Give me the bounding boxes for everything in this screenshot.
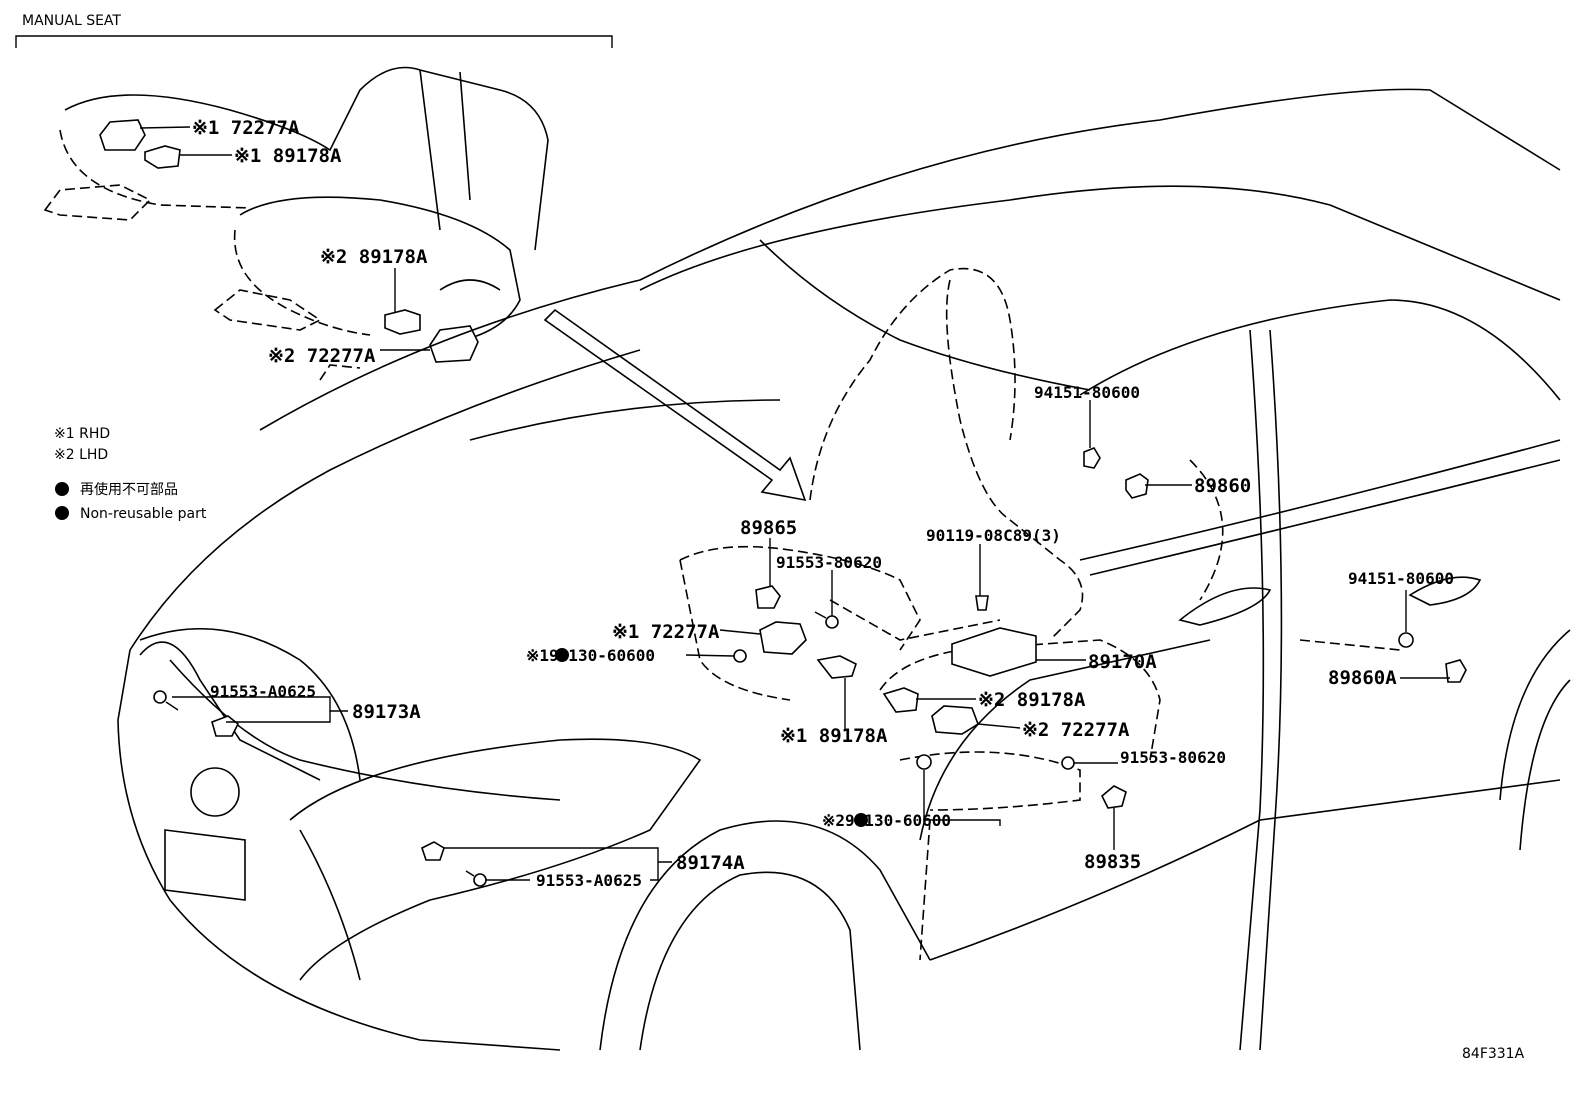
bolt-91553-a0625-icon (153, 690, 167, 704)
sensor-89860a-icon (1445, 659, 1467, 683)
inset-seat-drawing (43, 66, 549, 381)
section-title: MANUAL SEAT (22, 13, 121, 29)
vehicle-body-outline (117, 88, 1571, 1051)
callout-72277a-lhd-inset: ※2 72277A (268, 345, 376, 367)
callout-72277a-rhd-inset: ※1 72277A (192, 117, 300, 139)
bracket-72277a-lhd-icon (931, 705, 979, 735)
legend-non-reusable-ja: 再使用不可部品 (80, 481, 178, 498)
callout-91553-80620-upper: 91553-80620 (776, 553, 882, 572)
callout-89860a: 89860A (1328, 667, 1397, 689)
manual-seat-inset-bracket (15, 35, 613, 48)
sensor-89835-icon (1101, 785, 1127, 809)
main-leaders (172, 400, 1450, 881)
non-reusable-bullet-icon (555, 648, 569, 662)
callout-89174a: 89174A (676, 852, 745, 874)
sensor-89860-icon (1125, 473, 1149, 499)
legend-bullet-icon (55, 482, 69, 496)
callout-94130-60600-rhd: ※194130-60600 (526, 646, 655, 665)
callout-89173a: 89173A (352, 701, 421, 723)
interior-dashed-outline (679, 267, 1401, 961)
callout-90119-08c89: 90119-08C89(3) (926, 526, 1061, 545)
callout-94130-60600-lhd: ※294130-60600 (822, 811, 951, 830)
callout-89170a: 89170A (1088, 651, 1157, 673)
callout-94151-80600-right: 94151-80600 (1348, 569, 1454, 588)
callout-72277a-rhd: ※1 72277A (612, 621, 720, 643)
sensor-89865-icon (755, 585, 781, 609)
airbag-ecu-89170a-icon (951, 627, 1037, 677)
sensor-89178a-lhd-icon (882, 687, 919, 713)
arrow-icon (543, 308, 807, 502)
bolt-91553-lower-icon (1061, 756, 1075, 770)
callout-91553-a0625-lower: 91553-A0625 (536, 871, 642, 890)
callout-89178a-lhd: ※2 89178A (978, 689, 1086, 711)
main-parts (153, 447, 1467, 887)
callout-89865: 89865 (740, 517, 797, 539)
nut-94151-icon (1083, 447, 1101, 469)
callout-89178a-lhd-inset: ※2 89178A (320, 246, 428, 268)
legend-rhd: ※1 RHD (54, 426, 110, 442)
bracket-72277a-icon (759, 621, 807, 655)
callout-91553-80620-lower: 91553-80620 (1120, 748, 1226, 767)
callout-89860: 89860 (1194, 475, 1251, 497)
callout-89178a-rhd-inset: ※1 89178A (234, 145, 342, 167)
bolt-91553-a0625-lower-icon (473, 873, 487, 887)
legend-lhd: ※2 LHD (54, 447, 108, 463)
callout-89835: 89835 (1084, 851, 1141, 873)
nut-94151-right-icon (1398, 632, 1414, 648)
callout-94151-80600-upper: 94151-80600 (1034, 383, 1140, 402)
nut-94130-lhd-icon (916, 754, 932, 770)
non-reusable-bullet-icon (854, 813, 868, 827)
bolt-91553-icon (825, 615, 839, 629)
diagram-code: 84F331A (1462, 1046, 1525, 1062)
sensor-89178a-icon (816, 655, 857, 679)
legend-bullet-icon (55, 506, 69, 520)
sensor-89174a-icon (421, 841, 445, 861)
callout-91553-a0625-upper: 91553-A0625 (210, 682, 316, 701)
callout-72277a-lhd: ※2 72277A (1022, 719, 1130, 741)
nut-94130-icon (733, 649, 747, 663)
bolt-90119-icon (975, 595, 989, 611)
legend-non-reusable-en: Non-reusable part (80, 506, 207, 522)
sensor-89173a-icon (211, 715, 240, 737)
callout-89178a-rhd: ※1 89178A (780, 725, 888, 747)
